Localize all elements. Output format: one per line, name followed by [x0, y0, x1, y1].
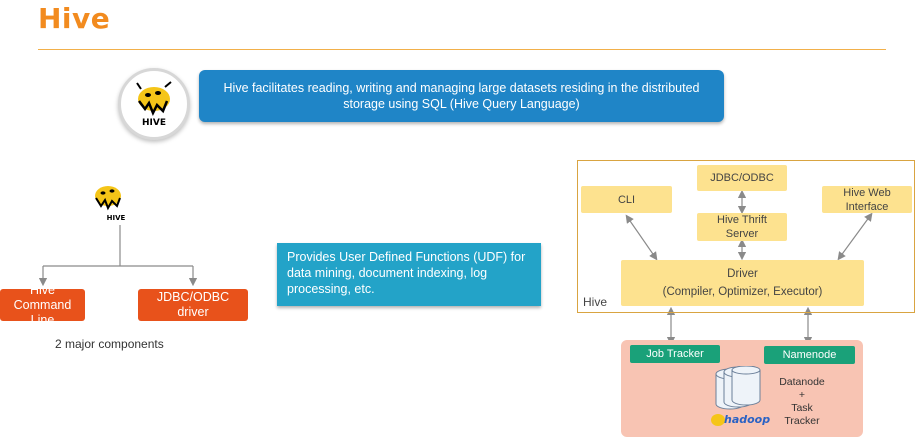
hive-logo-badge: HIVE — [118, 68, 190, 140]
driver-title: Driver — [727, 268, 758, 280]
driver-subtitle: (Compiler, Optimizer, Executor) — [662, 286, 823, 298]
hive-command-line-box: Hive Command Line — [0, 283, 85, 327]
hadoop-logo-icon: hadoop — [711, 413, 770, 426]
datanode-line-2: + — [798, 389, 806, 401]
slide-title: Hive — [38, 2, 111, 35]
hive-thrift-server-label: Hive Thrift Server — [717, 214, 767, 240]
hive-bee-icon: HIVE — [136, 81, 172, 128]
namenode-box: Namenode — [764, 346, 855, 364]
hive-bee-small-icon: HIVE — [95, 186, 126, 222]
hive-logo-text: HIVE — [142, 118, 166, 128]
datanode-line-1: Datanode — [779, 376, 825, 388]
cli-driver-arrow — [625, 214, 658, 261]
jdbc-odbc-driver-label: JDBC/ODBC driver — [156, 290, 230, 319]
hive-web-interface-box: Hive Web Interface — [822, 186, 912, 213]
cli-box: CLI — [581, 186, 672, 213]
udf-description-box: Provides User Defined Functions (UDF) fo… — [277, 243, 541, 306]
banner-text: Hive facilitates reading, writing and ma… — [223, 81, 700, 111]
hive-logo-small: HIVE — [86, 180, 132, 224]
hadoop-logo-text: hadoop — [724, 413, 770, 426]
hive-thrift-server-box: Hive Thrift Server — [697, 213, 787, 241]
hive-logo-small-text: HIVE — [107, 214, 126, 222]
title-divider — [38, 49, 886, 50]
datanode-task-tracker-label: Datanode + Task Tracker — [772, 376, 832, 428]
job-tracker-box: Job Tracker — [630, 345, 720, 363]
datanode-line-3: Task — [791, 402, 813, 414]
datanode-line-4: Tracker — [784, 415, 820, 427]
hive-frame-label: Hive — [583, 295, 608, 309]
driver-box: Driver (Compiler, Optimizer, Executor) — [621, 260, 864, 306]
datanode-database-icon — [715, 366, 761, 410]
hive-architecture-frame — [577, 160, 915, 313]
jdbc-odbc-box: JDBC/ODBC — [697, 165, 787, 191]
hive-description-banner: Hive facilitates reading, writing and ma… — [199, 70, 724, 122]
components-caption: 2 major components — [55, 337, 164, 351]
jdbc-odbc-driver-box: JDBC/ODBC driver — [138, 289, 248, 321]
udf-text: Provides User Defined Functions (UDF) fo… — [287, 250, 526, 296]
hive-command-line-label: Hive Command Line — [13, 282, 72, 327]
hive-web-interface-label: Hive Web Interface — [843, 186, 891, 213]
web-driver-arrow — [837, 212, 873, 261]
